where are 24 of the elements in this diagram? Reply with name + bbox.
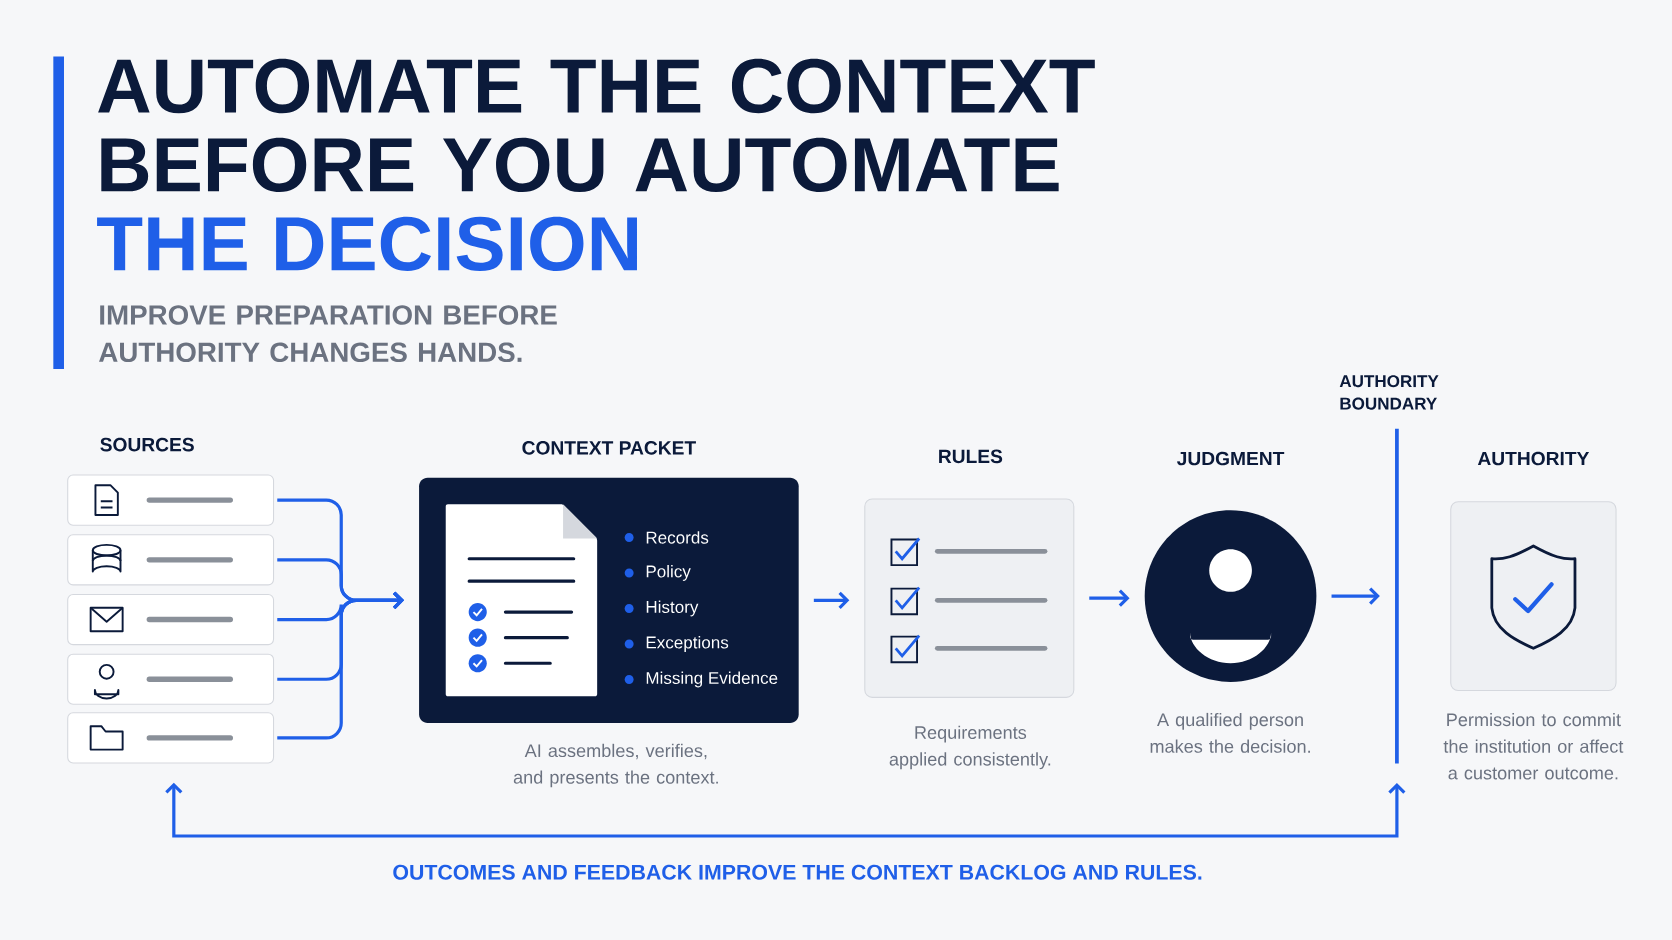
bullet-item: Records [624,530,709,544]
feedback-arrow [165,782,1406,838]
section-heading: JUDGMENT [1177,451,1285,466]
section-heading: SOURCES [100,437,194,452]
title: AUTOMATE THE CONTEXT BEFORE YOU AUTOMATE [98,58,1095,192]
caption-text: A qualified person makes the decision. [1150,712,1310,753]
subtitle: IMPROVE PREPARATION BEFORE AUTHORITY CHANGES HANDS. [99,304,557,362]
section-heading: AUTHORITY BOUNDARY [1339,374,1439,410]
section-heading: RULES [939,449,1003,463]
caption-text: Permission to commit the institution or affect a customer outcome. [1443,712,1624,780]
bullet-item: Missing Evidence [624,671,778,688]
bullet-item: Exceptions [624,635,729,652]
arrow [277,591,404,740]
section-heading: AUTHORITY [1477,451,1590,466]
arrow [1089,589,1130,607]
bullet-item: Policy [624,564,691,581]
bullet-item: History [624,600,699,617]
edge-label: OUTCOMES AND FEEDBACK IMPROVE THE CONTEXT BACKLOG AND RULES. [393,864,1202,880]
arrow [1331,587,1380,605]
caption-text: Requirements applied consistently. [889,725,1051,769]
arrow [813,591,850,609]
caption-text: AI assembles, verifies, and presents the context. [513,743,718,788]
title: THE DECISION [97,216,637,271]
section-heading: CONTEXT PACKET [522,440,696,455]
